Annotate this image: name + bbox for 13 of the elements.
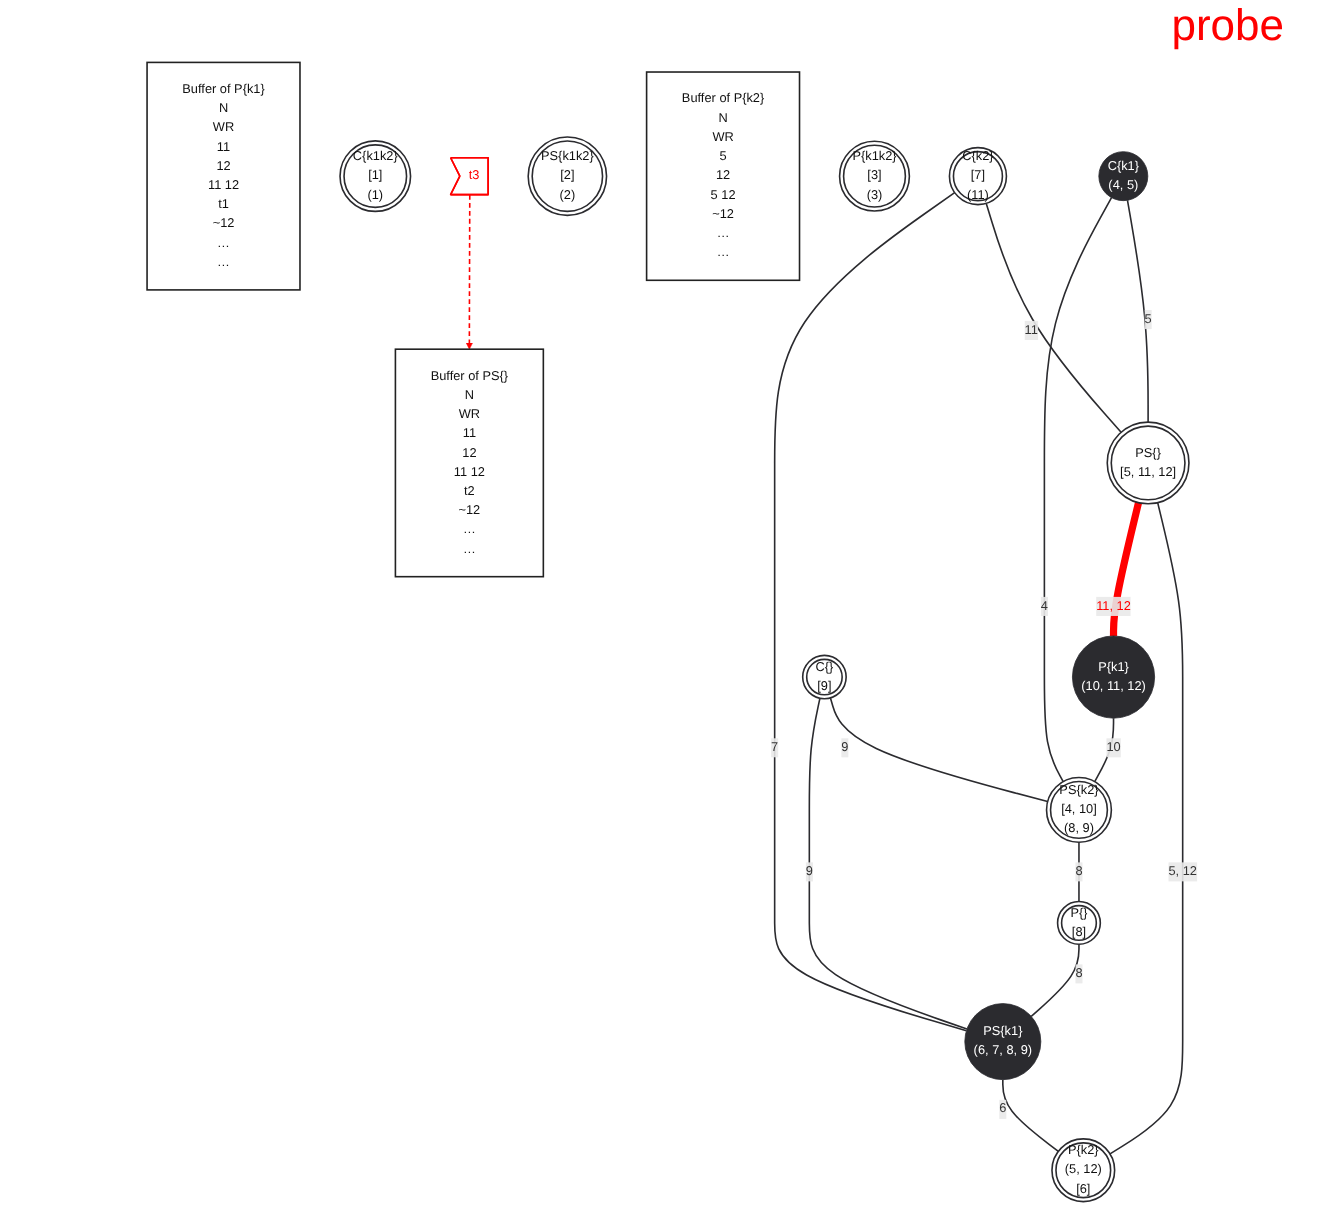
connector bbox=[829, 697, 1049, 803]
connector bbox=[1093, 717, 1115, 783]
connector bbox=[1109, 501, 1184, 1155]
connector bbox=[1109, 501, 1143, 636]
connector bbox=[808, 697, 968, 1030]
connector bbox=[985, 202, 1122, 434]
connector bbox=[1030, 943, 1080, 1018]
probe-label: probe bbox=[1171, 0, 1284, 52]
connector bbox=[1043, 196, 1113, 783]
connector bbox=[773, 191, 968, 1032]
connector bbox=[1002, 1078, 1060, 1153]
connector bbox=[1126, 199, 1149, 423]
arrow bbox=[465, 194, 473, 350]
